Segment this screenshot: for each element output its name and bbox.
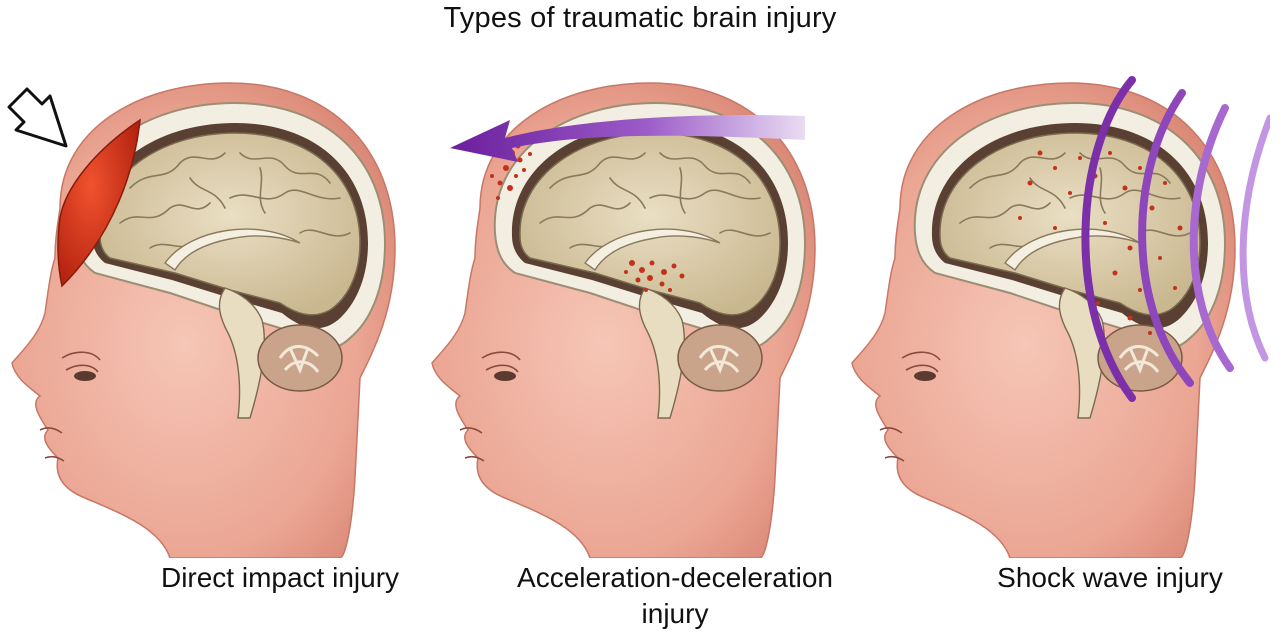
face-features [879,351,941,462]
panel-direct-impact [0,58,430,558]
face-features [459,351,521,462]
midbrain-contusions [624,260,685,292]
cerebellum [257,324,343,392]
impact-arrow-icon [7,87,68,148]
direct-impact-illustration [7,82,396,558]
corpus-callosum [584,228,721,272]
caption-shock-wave: Shock wave injury [960,560,1260,596]
caption-acceleration-deceleration-line1: Acceleration-deceleration [517,562,833,593]
shock-wave-arc-2 [1138,89,1194,387]
shock-wave-arc-4 [1239,114,1270,362]
brain [939,132,1201,316]
brainstem [218,287,266,419]
motion-arrow-icon [450,115,805,162]
brain-folds [959,152,1191,249]
caption-direct-impact: Direct impact injury [110,560,450,596]
eye [74,371,96,381]
shock-wave-arc-3 [1189,104,1234,372]
shock-wave-illustration [851,76,1270,558]
caption-acceleration-deceleration: Acceleration-deceleration injury [470,560,880,632]
brain [519,132,781,316]
eye [494,371,516,381]
brain [99,132,361,316]
caption-acceleration-deceleration-line2: injury [641,598,709,629]
face-features [39,351,101,462]
epidural-hematoma [57,118,141,288]
acceleration-deceleration-illustration [431,82,816,558]
brainstem [638,287,686,419]
panel-acceleration-deceleration [420,58,850,558]
panel-shock-wave [840,58,1270,558]
shock-wave-arcs [1081,76,1270,402]
caption-shock-wave-text: Shock wave injury [997,562,1223,593]
cerebellum [677,324,763,392]
corpus-callosum [164,228,301,272]
caption-direct-impact-text: Direct impact injury [160,562,400,593]
corpus-callosum [1004,228,1141,272]
eye [914,371,936,381]
shock-wave-arc-1 [1081,76,1136,402]
diagram-title: Types of traumatic brain injury [443,2,837,34]
